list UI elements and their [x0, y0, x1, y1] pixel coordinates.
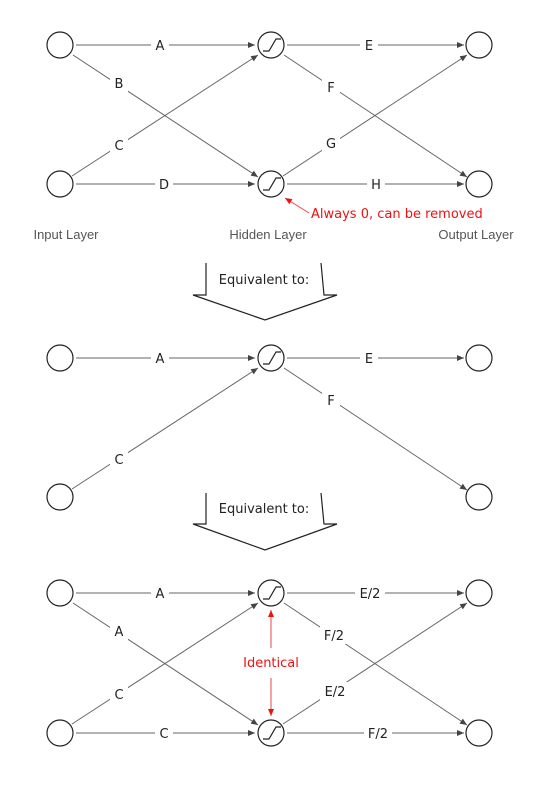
edge-label-a-cross: A — [115, 625, 124, 640]
hidden-layer-label: Hidden Layer — [229, 227, 307, 242]
edge-label-h: H — [371, 178, 381, 193]
edge-f — [283, 367, 468, 491]
edge-a-cross — [72, 602, 259, 726]
edge-label-e-half-cross: E/2 — [325, 685, 346, 700]
edge-label-f: F — [327, 394, 334, 409]
input-node-2 — [46, 719, 74, 747]
edge-label-c: C — [114, 139, 123, 154]
relu-icon — [263, 726, 281, 740]
hidden-node-2 — [257, 719, 285, 747]
hidden-node-1 — [257, 344, 285, 372]
edge-label-g: G — [326, 137, 336, 152]
edge-f — [283, 54, 468, 178]
input-node-1 — [46, 31, 74, 59]
edge-label-a: A — [156, 352, 165, 367]
hidden-node-1 — [257, 579, 285, 607]
edge-label-a-top: A — [156, 587, 165, 602]
relu-icon — [263, 351, 281, 365]
relu-icon — [263, 586, 281, 600]
edge-f-half-cross — [283, 602, 468, 726]
edge-c-cross — [71, 602, 259, 725]
edge-label-c: C — [114, 453, 123, 468]
output-layer-label: Output Layer — [438, 227, 514, 242]
edge-c — [71, 367, 259, 490]
edge-label-a: A — [156, 39, 165, 54]
output-node-2 — [465, 719, 493, 747]
edge-b — [72, 54, 259, 178]
edge-label-d: D — [159, 178, 169, 193]
edge-label-e: E — [365, 39, 373, 54]
diagram-1: A B C D E F G H Always 0, can be removed — [33, 31, 514, 242]
output-node-1 — [465, 31, 493, 59]
edge-label-e-half-top: E/2 — [360, 587, 381, 602]
edge-label-c-cross: C — [114, 688, 123, 703]
edge-label-c-bottom: C — [159, 727, 168, 742]
input-layer-label: Input Layer — [33, 227, 99, 242]
relu-icon — [263, 38, 281, 52]
edge-label-e: E — [365, 352, 373, 367]
output-node-2 — [465, 483, 493, 511]
identical-annotation: Identical — [243, 656, 299, 671]
edge-c — [71, 54, 259, 177]
equivalence-arrow-2: Equivalent to: — [192, 492, 338, 551]
edge-g — [282, 54, 468, 177]
input-node-1 — [46, 344, 74, 372]
equivalence-label-1: Equivalent to: — [219, 273, 310, 288]
diagram-2: A C E F — [46, 344, 493, 511]
edge-label-f-half-bottom: F/2 — [368, 727, 388, 742]
input-node-2 — [46, 483, 74, 511]
equivalence-label-2: Equivalent to: — [219, 502, 310, 517]
input-node-2 — [46, 170, 74, 198]
edge-label-f-half-cross: F/2 — [324, 629, 344, 644]
input-node-1 — [46, 579, 74, 607]
output-node-1 — [465, 344, 493, 372]
equivalence-arrow-1: Equivalent to: — [192, 262, 338, 321]
annotation-arrow — [284, 197, 310, 214]
hidden-node-2 — [257, 170, 285, 198]
edge-e-half-cross — [282, 602, 468, 725]
relu-icon — [263, 177, 281, 191]
diagram-3: A A C C E/2 F/2 E/2 F/2 Identical — [46, 579, 493, 747]
output-node-2 — [465, 170, 493, 198]
edge-label-b: B — [115, 77, 124, 92]
removal-annotation: Always 0, can be removed — [311, 207, 483, 222]
hidden-node-1 — [257, 31, 285, 59]
edge-label-f: F — [327, 81, 334, 96]
output-node-1 — [465, 579, 493, 607]
